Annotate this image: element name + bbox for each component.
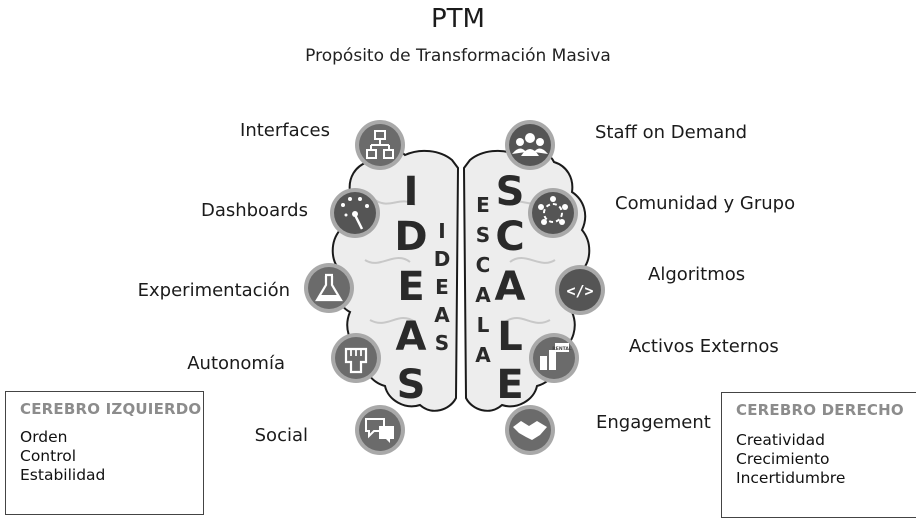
right-big-letter-2: C: [495, 214, 524, 260]
left-big-letter-4: A: [396, 314, 427, 360]
right-brain-item: Creatividad: [736, 431, 825, 449]
right-brain-list: Creatividad Crecimiento Incertidumbre: [736, 431, 845, 488]
interfaces-icon: [355, 120, 405, 170]
autonomia-icon: [331, 333, 381, 383]
left-brain-item: Estabilidad: [20, 466, 106, 484]
left-small-letter-1: I: [438, 219, 445, 243]
label-comunidad-y-grupo: Comunidad y Grupo: [615, 193, 796, 214]
right-small-letter-3: C: [476, 253, 491, 277]
staff-on-demand-icon: [505, 120, 555, 170]
left-big-letter-5: S: [397, 362, 426, 408]
left-small-letter-2: D: [434, 247, 451, 271]
right-brain-heading: CEREBRO DERECHO: [736, 401, 904, 419]
left-small-letter-3: E: [435, 275, 449, 299]
right-big-letter-3: A: [495, 264, 526, 310]
page-subtitle: Propósito de Transformación Masiva: [305, 46, 611, 66]
left-brain-list: Orden Control Estabilidad: [20, 428, 105, 485]
left-small-letter-4: A: [434, 303, 450, 327]
right-big-letter-4: L: [497, 314, 523, 360]
right-brain-item: Crecimiento: [736, 450, 830, 468]
rental-tag: RENTAL: [552, 346, 572, 352]
left-brain-heading: CEREBRO IZQUIERDO: [20, 400, 202, 418]
right-small-letter-4: A: [475, 283, 491, 307]
page-title: PTM: [431, 4, 485, 34]
left-big-letter-3: E: [397, 264, 424, 310]
right-big-letter-1: S: [496, 169, 525, 215]
engagement-icon: [505, 405, 555, 455]
left-small-letter-5: S: [435, 331, 449, 355]
left-brain-item: Control: [20, 447, 77, 465]
label-engagement: Engagement: [596, 412, 711, 433]
right-brain-item: Incertidumbre: [736, 469, 846, 487]
comunidad-y-grupo-icon: [528, 188, 578, 238]
algoritmos-icon: </>: [555, 265, 605, 315]
left-brain-item: Orden: [20, 428, 68, 446]
label-autonomia: Autonomía: [187, 353, 285, 374]
code-glyph: </>: [566, 282, 593, 300]
label-dashboards: Dashboards: [200, 200, 308, 221]
left-big-letter-1: I: [404, 169, 419, 215]
label-algoritmos: Algoritmos: [648, 264, 746, 285]
dashboards-icon: [330, 188, 380, 238]
right-small-letter-5: L: [477, 313, 490, 337]
right-small-letter-6: A: [475, 343, 491, 367]
left-brain-box: CEREBRO IZQUIERDO Orden Control Estabili…: [5, 391, 204, 515]
activos-externos-icon: RENTAL: [529, 333, 579, 383]
label-activos-externos: Activos Externos: [629, 336, 779, 357]
right-small-letter-2: S: [476, 223, 490, 247]
social-icon: [355, 405, 405, 455]
label-staff-on-demand: Staff on Demand: [595, 122, 748, 143]
label-interfaces: Interfaces: [240, 120, 330, 141]
right-brain-box: CEREBRO DERECHO Creatividad Crecimiento …: [721, 392, 916, 518]
right-big-letter-5: E: [496, 362, 523, 408]
left-big-letter-2: D: [394, 214, 427, 260]
right-small-letter-1: E: [476, 193, 490, 217]
label-experimentacion: Experimentación: [137, 280, 290, 301]
label-social: Social: [254, 425, 308, 446]
experimentacion-icon: [304, 263, 354, 313]
